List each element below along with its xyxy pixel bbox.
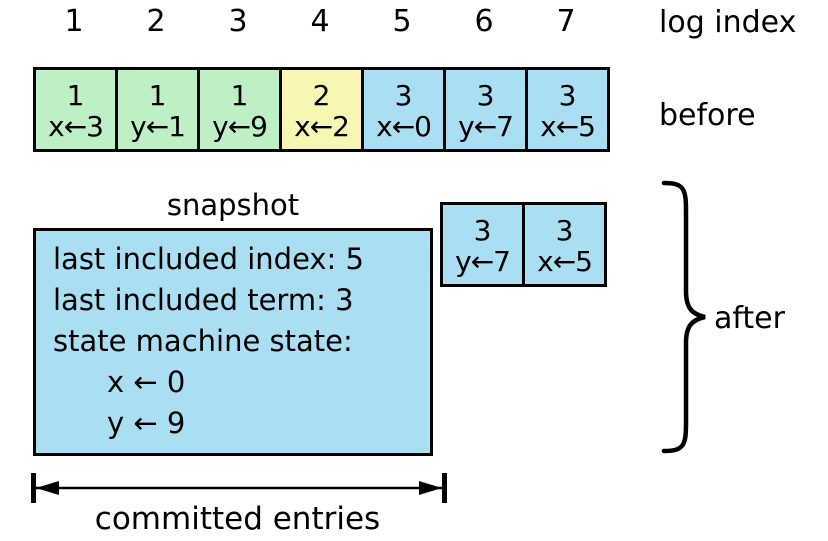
log-index-number: 6 [474,4,494,39]
log-index-row: 1 2 3 4 5 6 7 [33,4,607,39]
entry-term: 1 [148,78,167,112]
log-index-label: log index [659,5,797,40]
log-index-number: 2 [146,4,166,39]
entry-command: y←1 [130,109,186,143]
snapshot-label: snapshot [166,188,300,222]
entry-command: x←0 [376,109,432,143]
entry-term: 3 [473,213,492,247]
entry-term: 3 [555,213,574,247]
entry-term: 2 [312,78,331,112]
snapshot-line: last included index: 5 [53,242,364,276]
entry-command: y←9 [212,109,268,143]
committed-entries-label: committed entries [94,501,381,537]
snapshot-state-line: y ← 9 [107,406,186,440]
snapshot-box: last included index: 5 last included term… [33,228,433,456]
log-index-number: 5 [392,4,412,39]
entry-term: 3 [394,78,413,112]
entry-term: 3 [476,78,495,112]
snapshot-line: last included term: 3 [53,283,354,317]
log-index-number: 1 [64,4,84,39]
after-brace-icon [661,180,706,454]
entry-command: y←7 [455,244,511,278]
log-index-number: 4 [310,4,330,39]
before-label: before [659,98,756,133]
after-label: after [714,301,785,336]
snapshot-state-line: x ← 0 [107,365,186,399]
entry-term: 1 [66,78,85,112]
committed-entries-arrow [31,473,447,503]
entry-command: x←2 [294,109,350,143]
entry-command: x←5 [540,109,596,143]
snapshot-line: state machine state: [53,324,353,358]
log-index-number: 3 [228,4,248,39]
entry-term: 3 [558,78,577,112]
entry-term: 1 [230,78,249,112]
entry-command: x←5 [537,244,593,278]
entry-command: x←3 [48,109,104,143]
entry-command: y←7 [458,109,514,143]
log-index-number: 7 [556,4,576,39]
